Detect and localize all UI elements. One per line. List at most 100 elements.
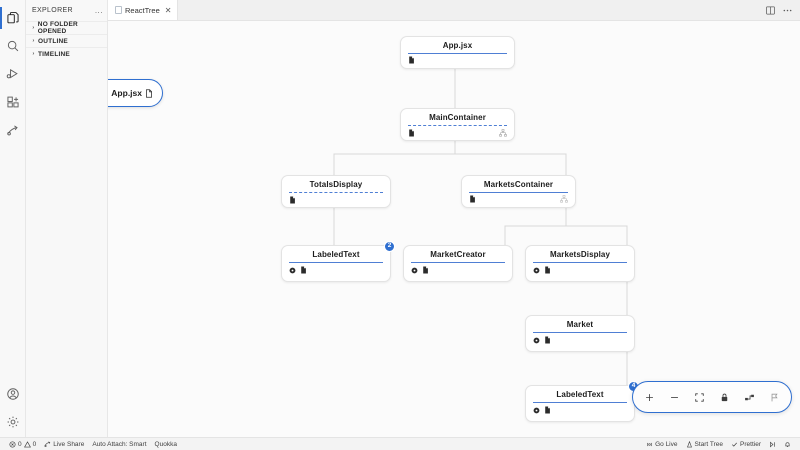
status-start-tree[interactable]: Start Tree	[682, 438, 728, 450]
tree-node-app[interactable]: App.jsx	[400, 36, 515, 69]
tree-node-market[interactable]: Market	[525, 315, 635, 352]
editor-icon	[769, 441, 776, 448]
status-label: Quokka	[154, 440, 177, 448]
chevron-right-icon: ›	[32, 25, 35, 31]
more-actions-icon[interactable]	[782, 5, 793, 16]
tree-node-totalsdisplay[interactable]: TotalsDisplay	[281, 175, 391, 208]
layout-button[interactable]	[737, 384, 762, 410]
node-divider	[533, 332, 627, 333]
node-footer	[282, 263, 390, 278]
status-quokka[interactable]: Quokka	[151, 438, 181, 450]
sidebar-section-timeline[interactable]: › TIMELINE	[26, 47, 107, 60]
status-notifications[interactable]	[780, 438, 795, 450]
chevron-right-icon: ›	[32, 51, 35, 57]
node-label: MarketsDisplay	[549, 250, 611, 259]
node-footer	[404, 263, 512, 278]
activity-item-extensions[interactable]	[0, 88, 26, 116]
status-editor-icon[interactable]	[765, 438, 780, 450]
node-label: TotalsDisplay	[309, 180, 363, 189]
activity-item-run-debug[interactable]	[0, 60, 26, 88]
react-tree-icon	[6, 123, 20, 137]
account-icon	[6, 387, 20, 401]
tree-node-maincontainer[interactable]: MainContainer	[400, 108, 515, 141]
sidebar-section-no-folder-opened[interactable]: › NO FOLDER OPENED	[26, 21, 107, 35]
activity-bar	[0, 0, 26, 437]
lock-button[interactable]	[712, 384, 737, 410]
bell-icon	[784, 441, 791, 448]
node-divider	[289, 262, 383, 263]
editor-tab-bar: ReactTree ✕	[108, 0, 800, 21]
search-icon	[6, 39, 20, 53]
activity-item-search[interactable]	[0, 32, 26, 60]
status-label: Start Tree	[694, 440, 724, 448]
node-footer	[526, 333, 634, 348]
flag-button[interactable]	[762, 384, 787, 410]
zoom-out-button[interactable]	[662, 384, 687, 410]
status-go-live[interactable]: Go Live	[642, 438, 681, 450]
file-icon[interactable]	[544, 406, 551, 414]
close-icon[interactable]: ✕	[164, 5, 172, 15]
warning-count: 0	[32, 440, 37, 448]
error-count: 0	[18, 440, 22, 448]
state-icon[interactable]	[533, 407, 540, 414]
file-icon[interactable]	[300, 266, 307, 274]
node-label: MarketCreator	[430, 250, 486, 259]
editor-area: ReactTree ✕	[108, 0, 800, 437]
tab-reacttree[interactable]: ReactTree ✕	[108, 0, 179, 20]
sidebar-title: EXPLORER	[32, 7, 73, 14]
status-bar: 0 0 Live Share Auto Attach: Smart Quokka	[0, 437, 800, 450]
activity-item-explorer[interactable]	[0, 4, 26, 32]
state-icon[interactable]	[533, 337, 540, 344]
status-live-share[interactable]: Live Share	[40, 438, 88, 450]
run-debug-icon	[6, 67, 20, 81]
node-divider	[469, 192, 568, 193]
tree-node-marketcreator[interactable]: MarketCreator	[403, 245, 513, 282]
sidebar-more-actions-icon[interactable]: ...	[94, 5, 103, 15]
tree-node-labeledtext-1[interactable]: 2 LabeledText	[281, 241, 395, 282]
node-footer	[462, 193, 575, 207]
status-prettier[interactable]: Prettier	[727, 438, 765, 450]
extensions-icon	[6, 95, 20, 109]
state-icon[interactable]	[289, 267, 296, 274]
node-label: App.jsx	[442, 41, 473, 50]
editor-actions	[765, 0, 800, 20]
file-icon[interactable]	[422, 266, 429, 274]
file-icon	[115, 6, 122, 14]
node-label: Market	[566, 320, 594, 329]
node-label: MainContainer	[429, 113, 486, 122]
fit-view-button[interactable]	[687, 384, 712, 410]
check-icon	[731, 441, 738, 448]
node-footer	[401, 54, 514, 68]
node-divider	[533, 262, 627, 263]
split-editor-icon[interactable]	[765, 5, 776, 16]
status-auto-attach[interactable]: Auto Attach: Smart	[88, 438, 150, 450]
sidebar-header: EXPLORER ...	[26, 0, 107, 21]
sidebar-section-outline[interactable]: › OUTLINE	[26, 34, 107, 47]
hierarchy-icon[interactable]	[560, 195, 568, 203]
status-problems[interactable]: 0 0	[5, 438, 40, 450]
activity-item-react-tree[interactable]	[0, 116, 26, 144]
tree-icon	[686, 440, 693, 448]
tree-node-marketsdisplay[interactable]: MarketsDisplay	[525, 245, 635, 282]
react-tree-canvas[interactable]: App.jsx App.jsx	[108, 21, 800, 437]
warning-icon	[23, 440, 31, 448]
status-bar-right: Go Live Start Tree Prettier	[642, 438, 795, 450]
activity-item-settings[interactable]	[0, 409, 26, 437]
file-icon[interactable]	[544, 266, 551, 274]
activity-item-account[interactable]	[0, 381, 26, 409]
state-icon[interactable]	[533, 267, 540, 274]
tree-node-labeledtext-2[interactable]: 4 LabeledText	[525, 381, 639, 422]
state-icon[interactable]	[411, 267, 418, 274]
node-app-jsx-floating[interactable]: App.jsx	[108, 79, 163, 107]
status-label: Live Share	[53, 440, 85, 448]
hierarchy-icon[interactable]	[499, 128, 507, 137]
broadcast-icon	[646, 441, 653, 448]
file-icon[interactable]	[408, 56, 415, 64]
tree-node-marketscontainer[interactable]: MarketsContainer	[461, 175, 576, 208]
zoom-in-button[interactable]	[637, 384, 662, 410]
file-icon[interactable]	[289, 195, 296, 204]
file-icon[interactable]	[469, 195, 476, 203]
sidebar-section-label: OUTLINE	[38, 37, 68, 45]
file-icon[interactable]	[408, 128, 415, 137]
file-icon[interactable]	[544, 336, 551, 344]
